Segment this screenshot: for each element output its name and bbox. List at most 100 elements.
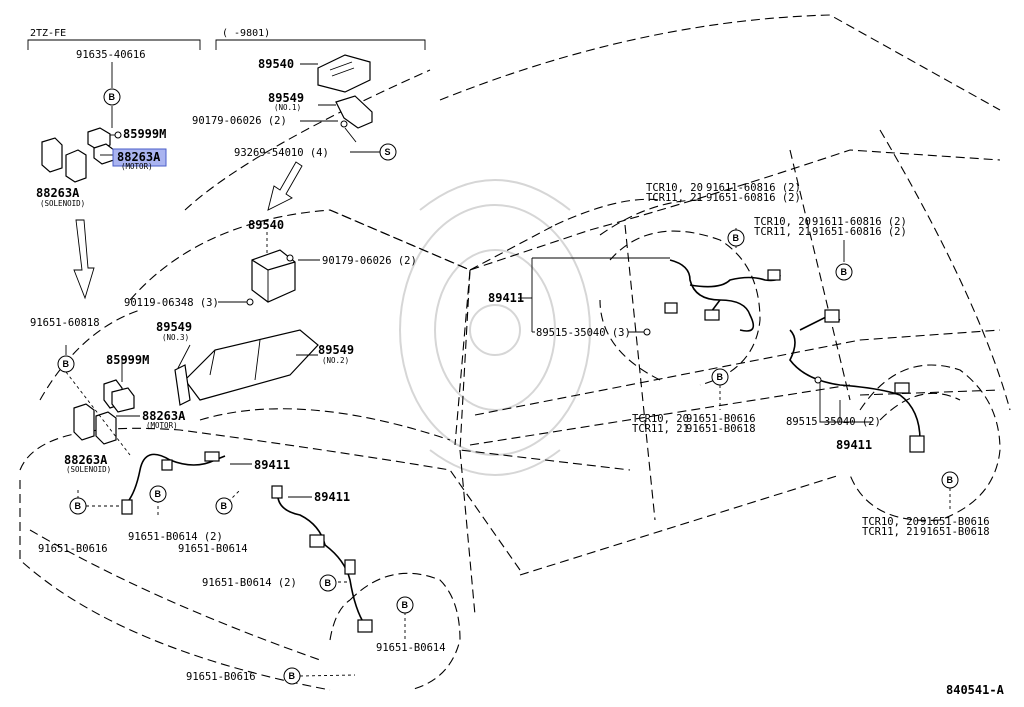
- label-89540-top: 89540: [258, 57, 294, 71]
- label-91651-b0616-left: 91651-B0616: [38, 543, 108, 555]
- label-89515-b: 89515-35040 (2): [786, 416, 881, 428]
- label-no2: (NO.2): [322, 356, 349, 365]
- symbol-b-6: B: [319, 574, 337, 592]
- label-tcr-c2-part: 91651-B0618: [686, 423, 756, 435]
- label-89411-a: 89411: [254, 458, 290, 472]
- label-tcr-d2: TCR11, 21: [862, 526, 919, 538]
- label-tcr-b1: TCR10, 20: [754, 216, 811, 228]
- wheel-rear-right: [849, 364, 1001, 522]
- label-solenoid-mid-sub: (SOLENOID): [66, 465, 111, 474]
- label-91635: 91635-40616: [76, 49, 146, 61]
- label-tcr-b2-part: 91651-60816 (2): [812, 226, 907, 238]
- label-88263a-motor-top: 88263A: [117, 150, 161, 164]
- label-solenoid-top-sub: (SOLENOID): [40, 199, 85, 208]
- motor-solenoid-top-parts: [41, 127, 115, 183]
- svg-text:B: B: [841, 267, 848, 277]
- label-tcr-a2-part: 91651-60816 (2): [706, 192, 801, 204]
- sensor-harness-rear-lower: [789, 309, 925, 453]
- label-88263a-solenoid-mid: 88263A: [64, 453, 108, 467]
- sensor-harness-front-right: [271, 485, 373, 633]
- symbol-b-11: B: [711, 368, 729, 386]
- label-tcr-a1: TCR10, 20: [646, 182, 703, 194]
- label-93269: 93269-54010 (4): [234, 147, 329, 159]
- highlight-box: [112, 148, 167, 167]
- symbol-b-8: B: [283, 667, 301, 685]
- symbol-b-12: B: [941, 471, 959, 489]
- label-tcr-a1-part: 91611-60816 (2): [706, 182, 801, 194]
- label-tcr-a2: TCR11, 21: [646, 192, 703, 204]
- label-91651-b0614-b: 91651-B0614: [376, 642, 446, 654]
- label-88263a-motor-mid: 88263A: [142, 409, 186, 423]
- fasteners: [114, 120, 822, 384]
- label-85999m-top: 85999M: [123, 127, 166, 141]
- label-91651-b0616-bottom: 91651-B0616: [186, 671, 256, 683]
- svg-text:B: B: [325, 578, 332, 588]
- sensor-harness-front-left: [121, 451, 226, 515]
- motor-solenoid-mid-parts: [73, 379, 135, 445]
- label-90179-top: 90179-06026 (2): [192, 115, 287, 127]
- label-tcr-b2: TCR11, 21: [754, 226, 811, 238]
- symbol-b-2: B: [57, 355, 75, 373]
- label-91651-b0614-a: 91651-B0614: [178, 543, 248, 555]
- sensor-harness-rear-upper: [664, 259, 781, 332]
- production-header: ( -9801): [222, 28, 270, 39]
- label-91651-b0614-2b: 91651-B0614 (2): [202, 577, 297, 589]
- label-tcr-c1: TCR10, 20: [632, 413, 689, 425]
- label-89540-mid: 89540: [248, 218, 284, 232]
- symbol-b-7: B: [396, 596, 414, 614]
- symbol-b-9: B: [727, 229, 745, 247]
- label-91651-b0614-2a: 91651-B0614 (2): [128, 531, 223, 543]
- label-89549-no2: 89549: [318, 343, 354, 357]
- label-90179-mid: 90179-06026 (2): [322, 255, 417, 267]
- svg-text:B: B: [289, 671, 296, 681]
- watermark-emblem: [399, 179, 591, 476]
- car-body-outline: [19, 14, 1011, 691]
- abs-actuator-mid: [251, 249, 296, 303]
- actuator-bracket-no3: [174, 364, 191, 406]
- svg-text:B: B: [947, 475, 954, 485]
- svg-text:B: B: [221, 501, 228, 511]
- label-motor-mid-sub: (MOTOR): [146, 421, 178, 430]
- svg-text:B: B: [109, 92, 116, 102]
- svg-text:B: B: [402, 600, 409, 610]
- label-89515-a: 89515-35040 (3): [536, 327, 631, 339]
- symbol-b-10: B: [835, 263, 853, 281]
- engine-header: 2TZ-FE: [30, 28, 66, 39]
- label-no3: (NO.3): [162, 333, 189, 342]
- svg-text:B: B: [717, 372, 724, 382]
- label-89549-top: 89549: [268, 91, 304, 105]
- abs-actuator-top: [317, 54, 371, 93]
- diagram-id: 840541-A: [946, 683, 1005, 697]
- svg-text:S: S: [385, 147, 391, 157]
- symbol-b-3: B: [69, 497, 87, 515]
- label-88263a-solenoid-top: 88263A: [36, 186, 80, 200]
- label-no1: (NO.1): [274, 103, 301, 112]
- label-tcr-c1-part: 91651-B0616: [686, 413, 756, 425]
- wheel-front-right: [329, 572, 461, 691]
- label-90119: 90119-06348 (3): [124, 297, 219, 309]
- actuator-bracket-no2: [184, 329, 319, 401]
- svg-text:B: B: [155, 489, 162, 499]
- arrow-top-down: [267, 161, 303, 211]
- symbol-b-1: B: [103, 88, 121, 106]
- svg-text:B: B: [733, 233, 740, 243]
- wheel-rear-right-upper: [599, 230, 761, 386]
- label-89411-rear: 89411: [488, 291, 524, 305]
- symbol-b-5: B: [215, 497, 233, 515]
- label-tcr-d1-part: 91651-B0616: [920, 516, 990, 528]
- header-brackets: [27, 39, 426, 50]
- svg-text:B: B: [75, 501, 82, 511]
- label-motor-top-sub: (MOTOR): [121, 162, 153, 171]
- label-tcr-d1: TCR10, 20: [862, 516, 919, 528]
- label-tcr-d2-part: 91651-B0618: [920, 526, 990, 538]
- label-tcr-b1-part: 91611-60816 (2): [812, 216, 907, 228]
- symbol-s-1: S: [379, 143, 397, 161]
- bracket-no1: [335, 95, 373, 129]
- arrow-left-down: [73, 219, 95, 300]
- label-91651-60818: 91651-60818: [30, 317, 100, 329]
- label-89549-no3: 89549: [156, 320, 192, 334]
- svg-text:B: B: [63, 359, 70, 369]
- label-tcr-c2: TCR11, 21: [632, 423, 689, 435]
- label-85999m-mid: 85999M: [106, 353, 149, 367]
